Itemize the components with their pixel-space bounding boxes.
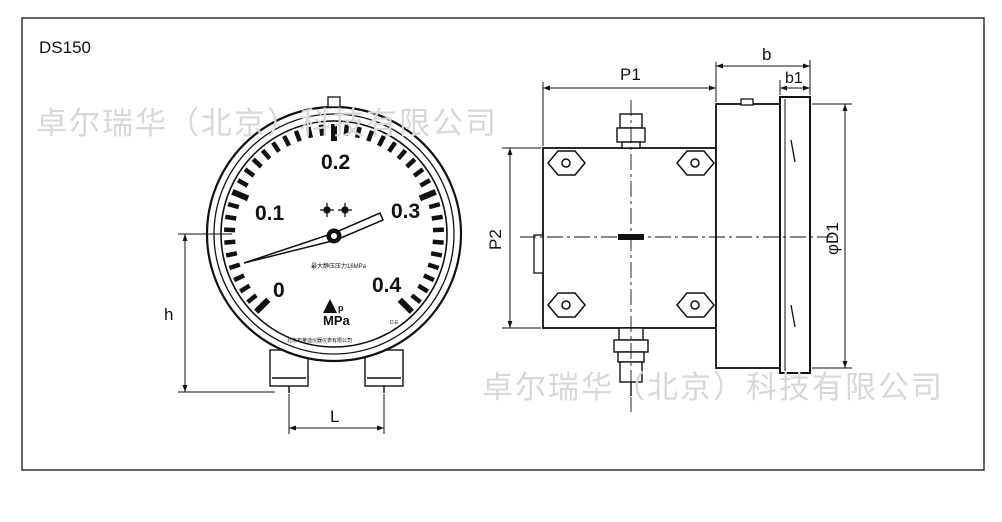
dial-tick — [225, 217, 236, 219]
dial-static-pressure-note: 最大静压压力16MPa — [311, 262, 367, 270]
scale-label-0-2: 0.2 — [321, 151, 350, 174]
scale-label-0-4: 0.4 — [372, 274, 402, 297]
dial-small-mark: D.E — [390, 320, 399, 326]
dim-label-D1: φD1 — [823, 222, 842, 255]
dim-label-h: h — [164, 305, 173, 324]
dim-label-P2: P2 — [486, 229, 505, 250]
scale-label-0-3: 0.3 — [391, 200, 420, 223]
dial-tick — [433, 242, 444, 243]
dim-label-P1: P1 — [620, 65, 641, 84]
dial-tick — [226, 253, 237, 255]
watermark-bottom: 卓尔瑞华（北京）科技有限公司 — [482, 362, 944, 407]
dial-maker-text: 北京布莱迪仪器仪表有限公司 — [287, 337, 352, 344]
side-view-case — [716, 104, 780, 368]
dim-label-b1: b1 — [785, 70, 803, 87]
unit-label: MPa — [323, 313, 351, 328]
scale-label-0: 0 — [273, 279, 285, 302]
dial-tick — [224, 242, 235, 243]
model-label: DS150 — [39, 38, 91, 58]
dial-tick — [429, 204, 440, 207]
dial-tick — [432, 217, 443, 219]
dial-tick — [228, 204, 239, 207]
scale-label-0-1: 0.1 — [255, 202, 285, 225]
watermark-top: 卓尔瑞华（北京）科技有限公司 — [36, 98, 498, 143]
dim-label-L: L — [330, 407, 339, 426]
dim-label-b: b — [762, 45, 771, 64]
dial-tick — [431, 253, 442, 255]
svg-text:p: p — [338, 303, 344, 313]
